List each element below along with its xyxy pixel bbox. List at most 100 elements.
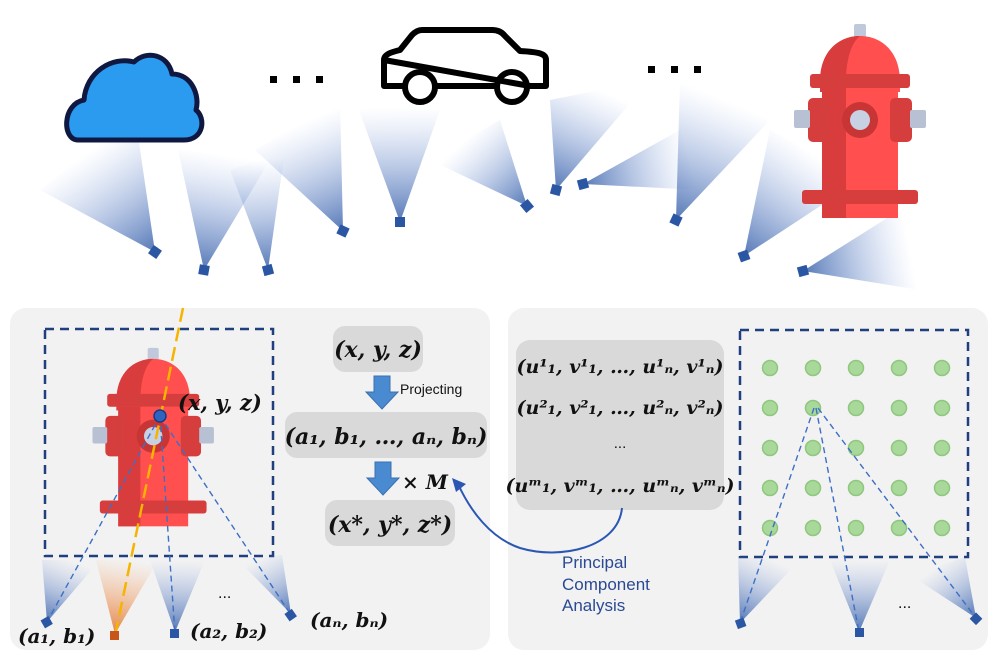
sample-row-ellipsis: ...: [614, 435, 627, 452]
projection-rays: [739, 407, 977, 633]
right-panel: (u¹₁, v¹₁, …, u¹ₙ, v¹ₙ) (u²₁, v²₁, …, u²…: [452, 308, 988, 650]
sample-row-m: (uᵐ₁, vᵐ₁, …, uᵐₙ, vᵐₙ): [505, 475, 734, 497]
camera-frustum: [738, 557, 800, 623]
camera-1-label: (a₁, b₁): [18, 624, 95, 648]
sample-row-2: (u²₁, v²₁, …, u²ₙ, v²ₙ): [517, 397, 724, 419]
camera-1: [734, 617, 747, 630]
camera-n-label: (aₙ, bₙ): [310, 608, 388, 632]
camera-marker: [395, 217, 405, 227]
camera-2: [170, 629, 179, 638]
sample-point: [933, 399, 951, 417]
top-camera-beams: [40, 80, 920, 290]
point-label: (x, y, z): [178, 390, 262, 415]
camera-frustum: [830, 560, 890, 632]
camera-frustum: [150, 560, 205, 632]
sample-point: [933, 479, 951, 497]
camera-frustum: [40, 115, 155, 252]
sample-row-1: (u¹₁, v¹₁, …, u¹ₙ, v¹ₙ): [517, 356, 724, 378]
camera-marker: [576, 177, 590, 191]
sample-point: [761, 359, 779, 377]
3d-point-marker: [153, 409, 167, 423]
unprojected-ray: [113, 307, 185, 637]
input-coords: (x, y, z): [334, 337, 422, 363]
pca-samples-box: [516, 340, 724, 510]
down-arrow-icon: [364, 375, 400, 410]
ellipsis-icon: [270, 76, 323, 83]
down-arrow-icon: [365, 461, 401, 496]
camera-frustum: [803, 210, 920, 290]
projected-box: [285, 412, 487, 458]
camera-marker: [737, 249, 751, 263]
sample-point: [804, 519, 822, 537]
region-box: [738, 328, 970, 559]
output-coords: (x*, y*, z*): [328, 512, 452, 538]
camera-1: [40, 616, 53, 629]
output-box: [325, 500, 455, 546]
sample-point: [847, 519, 865, 537]
camera-2-label: (a₂, b₂): [190, 619, 267, 643]
camera-frustum: [230, 150, 285, 270]
pca-arrow: [457, 483, 623, 554]
pca-label-line-3: Analysis: [562, 596, 625, 615]
camera-orange: [110, 631, 119, 640]
camera-marker: [549, 183, 563, 197]
arrowhead-icon: [452, 478, 466, 492]
sample-point: [890, 519, 908, 537]
camera-marker: [669, 213, 683, 227]
camera-ellipsis: ...: [218, 585, 231, 602]
camera-ellipsis: ...: [898, 595, 911, 612]
multiply-matrix-label: × M: [402, 470, 449, 494]
camera-frustum: [42, 560, 100, 622]
sample-point: [804, 439, 822, 457]
camera-frustum: [430, 120, 527, 206]
sample-point: [933, 519, 951, 537]
sample-point: [761, 479, 779, 497]
top-cameras: [148, 177, 810, 278]
camera-frustum: [357, 105, 440, 222]
cloud-icon: [64, 52, 205, 143]
pipeline: (x, y, z) Projecting (a₁, b₁, …, aₙ, bₙ)…: [285, 326, 488, 546]
sample-point: [847, 359, 865, 377]
sample-point: [804, 479, 822, 497]
projecting-label: Projecting: [400, 381, 462, 397]
camera-n: [969, 612, 983, 626]
camera-frustum: [96, 560, 158, 634]
camera-frustum: [910, 557, 976, 618]
sample-point: [847, 439, 865, 457]
sample-point: [847, 399, 865, 417]
pca-label-line-1: Principal: [562, 553, 627, 572]
sample-point: [847, 479, 865, 497]
camera-frustum: [550, 80, 650, 190]
camera-frustum: [583, 130, 700, 190]
sample-point: [890, 359, 908, 377]
top-scene: [40, 24, 926, 290]
region-box: [43, 327, 275, 558]
camera-marker: [336, 224, 350, 238]
camera-marker: [519, 198, 535, 214]
camera-marker: [796, 264, 810, 278]
sample-point: [761, 399, 779, 417]
camera-frustum: [255, 100, 343, 231]
sample-point: [890, 439, 908, 457]
sample-point: [890, 399, 908, 417]
car-icon: [381, 27, 549, 105]
left-camera-beams: [42, 555, 291, 634]
camera-marker: [198, 264, 210, 276]
camera-marker: [148, 245, 162, 259]
sample-point: [804, 359, 822, 377]
camera-2: [855, 628, 864, 637]
sample-point: [933, 359, 951, 377]
ellipsis-icon: [648, 66, 701, 73]
left-panel: (x, y, z) (a₁, b₁) (a₂, b₂) (aₙ, bₙ) ...…: [10, 307, 490, 650]
camera-frustum: [238, 555, 291, 614]
camera-marker: [261, 263, 275, 277]
projection-rays: [46, 415, 292, 635]
pca-label-line-2: Component: [562, 575, 650, 594]
sample-point: [761, 439, 779, 457]
camera-frustum: [676, 80, 770, 220]
sample-point: [761, 519, 779, 537]
sample-point: [890, 479, 908, 497]
projected-coords: (a₁, b₁, …, aₙ, bₙ): [285, 424, 488, 450]
input-box: [333, 326, 423, 372]
